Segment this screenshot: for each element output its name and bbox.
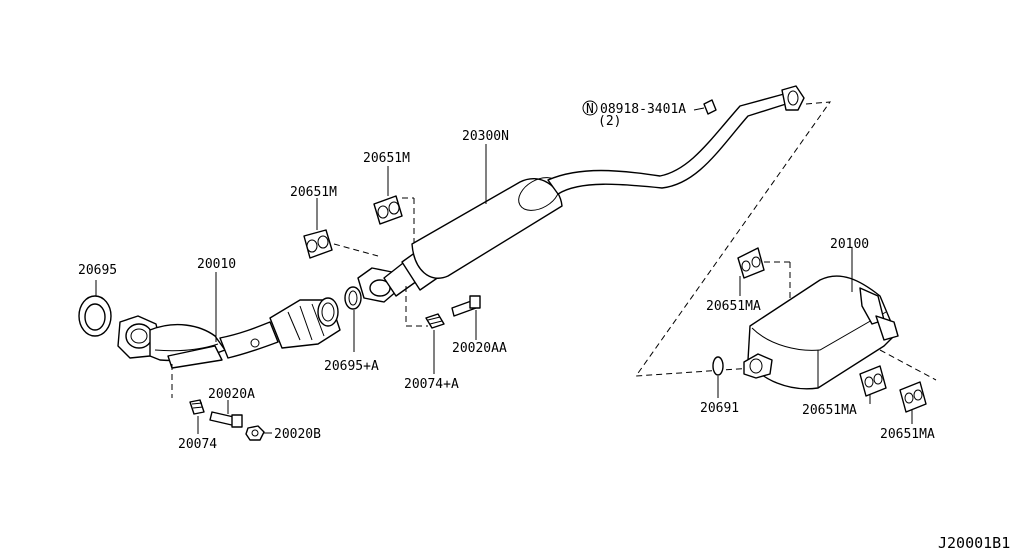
label-20651MA-mid: 20651MA (802, 403, 857, 418)
leader-08918 (693, 107, 705, 111)
center-muffler-20300N (357, 85, 805, 303)
label-20020B: 20020B (274, 427, 321, 442)
gasket-20691 (712, 356, 724, 376)
dash-20651M-left (333, 243, 379, 257)
label-20651M-right: 20651M (363, 151, 410, 166)
mount-rubber-20651MA-mid (859, 365, 887, 397)
nut-08918-3401A (703, 99, 717, 115)
label-20074A: 20074+A (404, 377, 459, 392)
label-20300N: 20300N (462, 129, 509, 144)
label-20691: 20691 (700, 401, 739, 416)
bolt-20020AA (451, 295, 481, 317)
gasket-20695A (344, 286, 362, 310)
label-20074: 20074 (178, 437, 217, 452)
label-08918-qty: (2) (598, 114, 621, 129)
label-08918: 08918-3401A (600, 102, 686, 117)
gasket-20695 (78, 295, 112, 337)
label-20100: 20100 (830, 237, 869, 252)
bolt-20020A (209, 411, 243, 428)
label-20695A: 20695+A (324, 359, 379, 374)
stud-20074A (425, 313, 445, 329)
rear-muffler-20100 (743, 275, 899, 390)
nut-symbol: N (586, 102, 594, 117)
front-tube-20010 (117, 297, 341, 369)
label-20695: 20695 (78, 263, 117, 278)
label-20651M-left: 20651M (290, 185, 337, 200)
label-20010: 20010 (197, 257, 236, 272)
mount-rubber-20651MA-top (737, 247, 765, 279)
label-20020A: 20020A (208, 387, 255, 402)
nut-symbol-circle (582, 100, 598, 116)
nut-20020B (245, 425, 265, 441)
dash-assembly-outline (634, 101, 832, 377)
dash-20651MA-right (879, 349, 937, 381)
label-20651MA-top: 20651MA (706, 299, 761, 314)
mount-rubber-20651M-right (373, 195, 403, 225)
mount-rubber-20651M-left (303, 229, 333, 259)
mount-rubber-20651MA-right (899, 381, 927, 413)
diagram-reference: J20001B1 (938, 534, 1010, 552)
stud-20074 (189, 399, 205, 415)
label-20651MA-right: 20651MA (880, 427, 935, 442)
label-20020AA: 20020AA (452, 341, 507, 356)
